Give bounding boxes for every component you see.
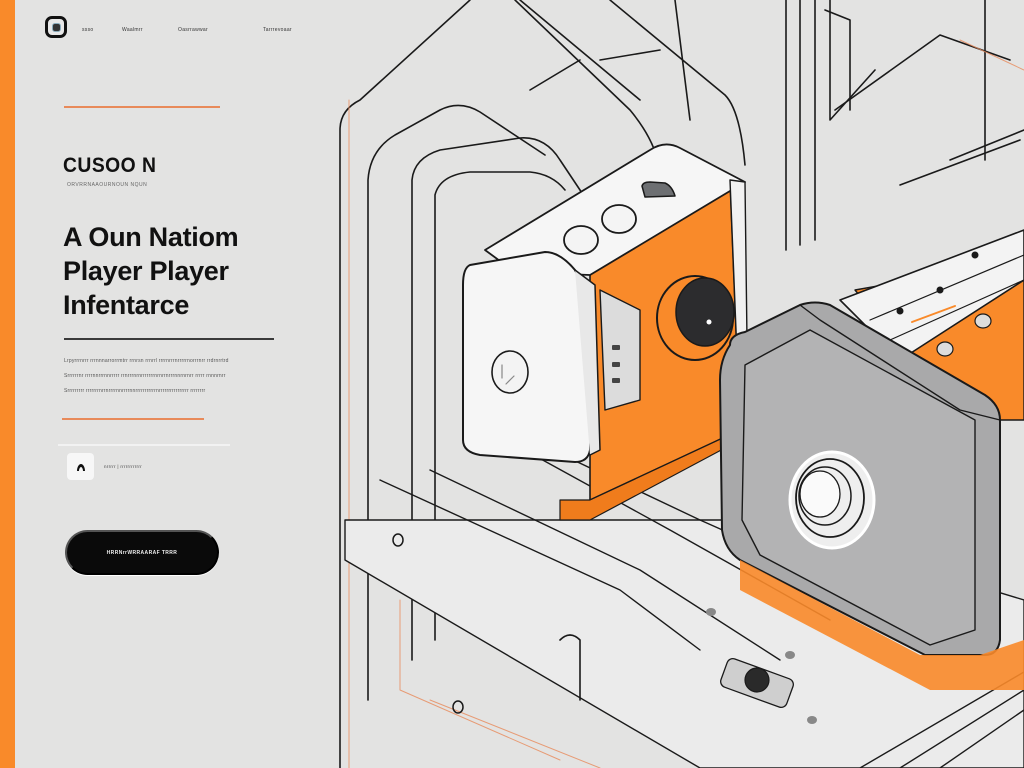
device-body [462,143,749,521]
divider-author [58,444,230,446]
device-illustration [339,0,1024,768]
divider-paragraph [62,418,204,420]
paragraph-line-2: Srrrrrrnr rrrrnnrrrnnrrrrr rrnrrrnrnrrrr… [64,373,226,379]
dial-face-icon [675,277,735,347]
brand-name: CUSOO N [63,154,157,177]
top-button-2-icon [601,204,637,234]
power-button-icon [744,667,770,693]
small-parts [392,533,817,724]
hand-pointer-icon[interactable] [67,453,94,480]
nav-item-3[interactable]: Oasrrawwar [178,27,208,33]
cta-button[interactable]: HRRNrrWRRAARAF TRRR [65,530,219,575]
speaker-module [719,229,1024,690]
nav-item-1[interactable]: ssso [82,27,94,33]
author-text: nrrrrr | rrrrrrrrrrrr [104,464,142,469]
page-headline: A Oun Natiom Player Player Infentarce [63,220,239,322]
hero-paragraph: Lrpyrrrnrrr rrrnnnarrorrmtrr rrnrsn rrnr… [64,354,282,399]
front-knob-icon [491,350,529,394]
speaker-cone-icon [799,470,841,518]
speaker-ring-icon [795,458,865,538]
top-button-1-icon [563,225,599,255]
nav-item-4[interactable]: Tarrrevoaar [263,27,292,33]
accent-strip [0,0,15,768]
author-row: nrrrrr | rrrrrrrrrrrr [67,453,142,480]
headline-line-1: A Oun Natiom [63,222,239,252]
wire-lines [339,0,1024,768]
logo-lens-icon [51,22,61,32]
logo-camera-icon[interactable] [45,16,67,38]
top-slot-icon [641,181,676,198]
divider-top [64,106,220,108]
divider-headline [64,338,274,340]
paragraph-line-3: Srrrrrrrrr rrrrrrrnrrnrrrrnnrrrrnnrrrrrr… [64,388,206,394]
nav-item-2[interactable]: Waalmrr [122,27,143,33]
headline-line-3: Infentarce [63,290,190,320]
paragraph-line-1: Lrpyrrrnrrr rrrnnnarrorrmtrr rrnrsn rrnr… [64,358,229,364]
headline-line-2: Player Player [63,256,229,286]
front-module [462,251,591,463]
brand-subtitle: ORVRRNAAOURNOUN NQUN [67,182,148,188]
